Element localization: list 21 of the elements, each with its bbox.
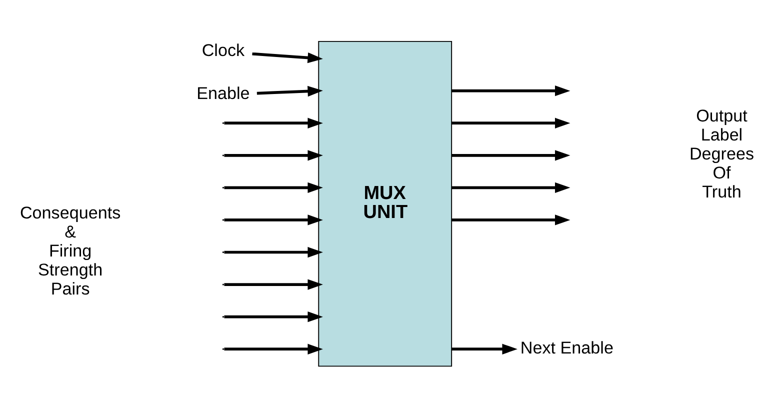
arrow bbox=[224, 214, 323, 225]
arrow bbox=[452, 150, 570, 160]
label: Output Label Degrees Of Truth bbox=[689, 106, 754, 202]
label: Consequents & Firing Strength Pairs bbox=[20, 202, 121, 298]
node-text: Enable bbox=[196, 83, 250, 102]
node-text: Clock bbox=[202, 40, 245, 60]
arrow bbox=[252, 52, 323, 63]
arrow bbox=[224, 246, 323, 258]
arrow bbox=[224, 343, 323, 354]
arrow bbox=[224, 278, 323, 290]
arrow bbox=[452, 343, 518, 354]
arrow bbox=[224, 182, 323, 193]
arrow bbox=[452, 117, 570, 128]
node-text: Next Enable bbox=[520, 338, 614, 357]
arrow bbox=[224, 311, 323, 322]
arrow bbox=[224, 150, 323, 160]
arrow bbox=[256, 85, 323, 96]
arrow bbox=[452, 85, 570, 96]
arrow bbox=[224, 117, 323, 128]
arrow bbox=[452, 214, 570, 225]
arrow bbox=[452, 182, 570, 193]
